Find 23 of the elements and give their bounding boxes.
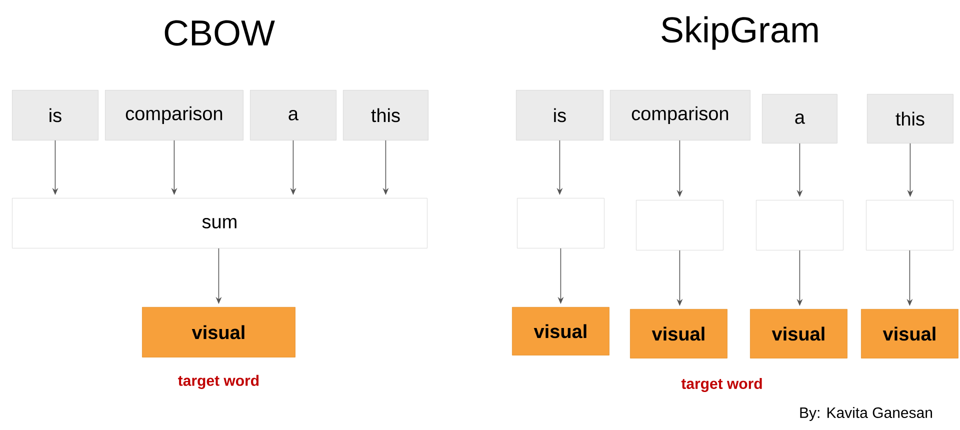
- panel-title: CBOW: [164, 20, 275, 46]
- credit-text: By: Kavita Ganesan: [800, 407, 932, 421]
- word-box: a: [250, 90, 336, 140]
- word-box: this: [867, 94, 954, 144]
- layer-box: sum: [12, 198, 428, 248]
- empty-box: [866, 200, 954, 250]
- target-word-box: visual: [861, 309, 958, 358]
- empty-box: [636, 200, 724, 250]
- word-box: this: [343, 90, 428, 140]
- word-box: comparison: [610, 90, 750, 140]
- empty-box: [756, 200, 844, 250]
- caption: target word: [681, 378, 762, 392]
- panel-title: SkipGram: [662, 16, 818, 50]
- word-box: is: [12, 90, 98, 140]
- word-box: is: [516, 90, 604, 140]
- empty-box: [517, 198, 604, 248]
- node-label: target word: [178, 374, 259, 389]
- target-word-box: visual: [630, 309, 728, 358]
- target-word-box: visual: [512, 307, 610, 356]
- word-box: a: [762, 94, 838, 144]
- target-word-box: visual: [142, 307, 296, 358]
- target-word-box: visual: [750, 309, 848, 358]
- word-box: comparison: [105, 90, 244, 140]
